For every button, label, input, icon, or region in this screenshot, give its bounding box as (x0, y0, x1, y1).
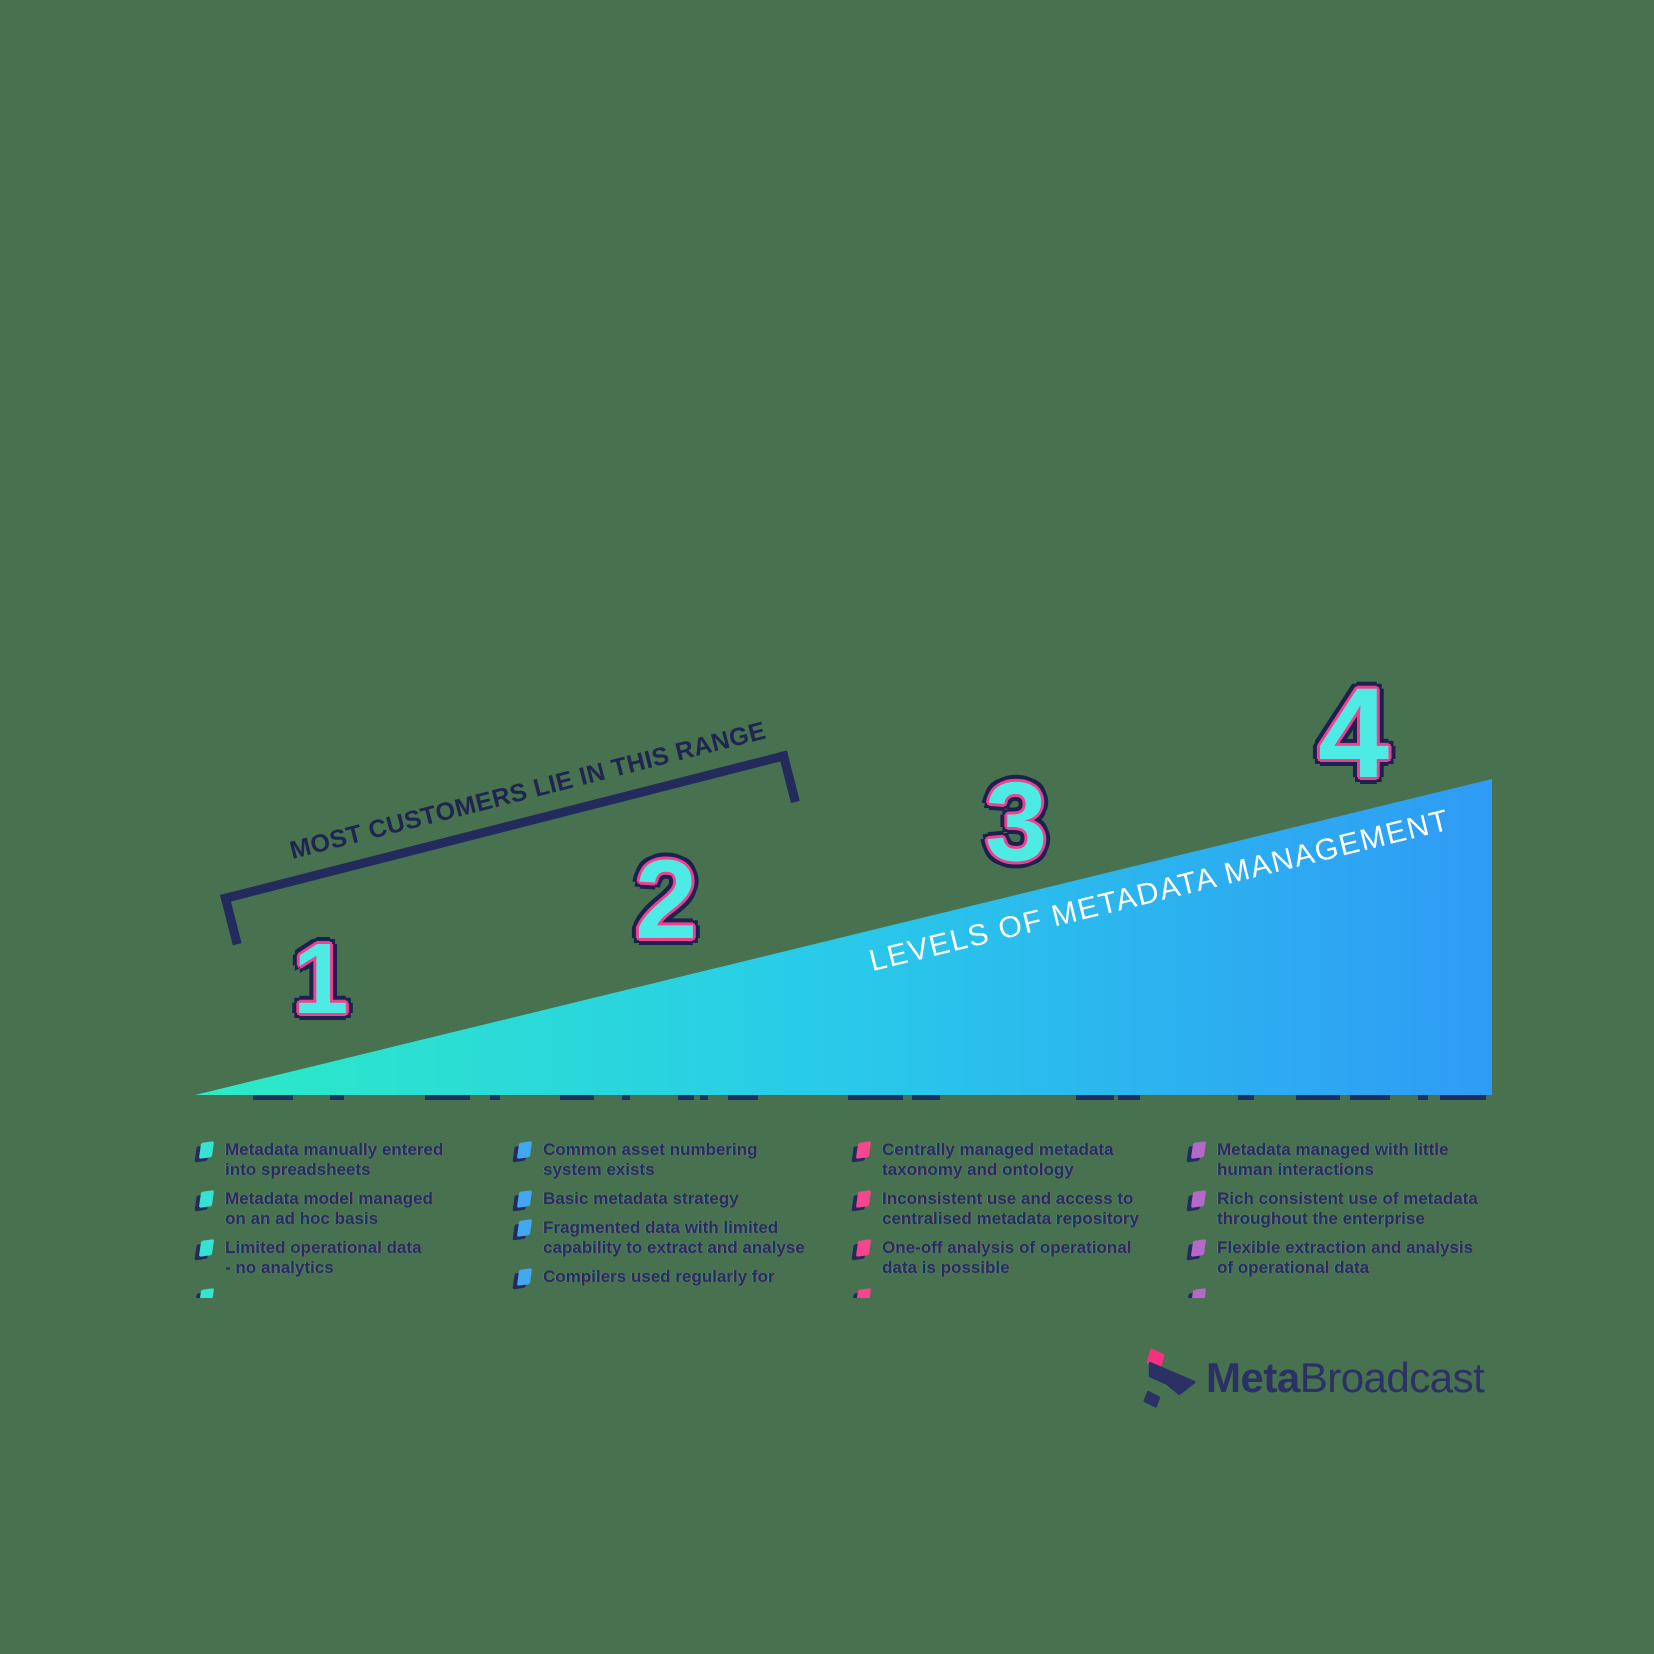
base-tick (490, 1095, 500, 1100)
bullet-text: Limited operational data - no analytics (225, 1238, 422, 1277)
list-item: Common asset numbering system exists (514, 1140, 829, 1180)
base-tick (425, 1095, 470, 1100)
bullet-leaf-icon (1190, 1288, 1207, 1298)
list-item: Inconsistent use and access to centralis… (853, 1189, 1168, 1229)
customer-range-bracket: MOST CUSTOMERS LIE IN THIS RANGE (220, 717, 800, 946)
level-number-2: 2 (635, 837, 698, 962)
base-tick (678, 1095, 694, 1100)
bullet-text: Basic metadata strategy (543, 1189, 739, 1208)
metabroadcast-logo-text: MetaBroadcast (1206, 1354, 1485, 1402)
bullet-text: … (882, 1287, 899, 1298)
base-tick (253, 1095, 293, 1100)
level-3-column: Centrally managed metadata taxonomy and … (853, 1140, 1168, 1298)
list-item: Flexible extraction and analysis of oper… (1188, 1238, 1503, 1278)
base-tick (560, 1095, 594, 1100)
list-item-truncated: … (1188, 1287, 1503, 1298)
list-item-truncated: Compilers used regularly for … (514, 1267, 829, 1298)
base-tick (912, 1095, 940, 1100)
base-tick (330, 1095, 344, 1100)
list-item: Metadata manually entered into spreadshe… (196, 1140, 511, 1180)
bullet-text: Common asset numbering system exists (543, 1140, 758, 1179)
list-item-truncated: … (853, 1287, 1168, 1298)
list-item: Centrally managed metadata taxonomy and … (853, 1140, 1168, 1180)
base-tick (1238, 1095, 1254, 1100)
list-item: Metadata managed with little human inter… (1188, 1140, 1503, 1180)
bullet-text: One-off analysis of operational data is … (882, 1238, 1132, 1277)
bullet-text: Metadata managed with little human inter… (1217, 1140, 1449, 1179)
bullet-leaf-icon (855, 1239, 872, 1257)
bullet-text: … (1217, 1287, 1234, 1298)
bullet-leaf-icon (516, 1190, 533, 1208)
logo-text-meta: Meta (1206, 1354, 1300, 1401)
bullet-text: … (225, 1287, 242, 1298)
list-item: Basic metadata strategy (514, 1189, 829, 1209)
base-tick (1440, 1095, 1486, 1100)
bullet-text: Fragmented data with limited capability … (543, 1218, 805, 1257)
base-tick (1118, 1095, 1140, 1100)
bullet-leaf-icon (516, 1268, 533, 1286)
bullet-leaf-icon (1190, 1239, 1207, 1257)
bullet-text: Compilers used regularly for … (543, 1267, 775, 1298)
bullet-leaf-icon (855, 1141, 872, 1159)
bullet-leaf-icon (198, 1239, 215, 1257)
bullet-leaf-icon (1190, 1141, 1207, 1159)
metabroadcast-logo-mark-icon (1143, 1348, 1196, 1408)
bullet-leaf-icon (198, 1190, 215, 1208)
list-item: Metadata model managed on an ad hoc basi… (196, 1189, 511, 1229)
bullet-leaf-icon (1190, 1190, 1207, 1208)
list-item-truncated: … (196, 1287, 511, 1298)
bullet-leaf-icon (516, 1141, 533, 1159)
base-tick (1296, 1095, 1340, 1100)
list-item: Fragmented data with limited capability … (514, 1218, 829, 1258)
bullet-leaf-icon (855, 1190, 872, 1208)
base-tick (700, 1095, 708, 1100)
bullet-leaf-icon (198, 1288, 215, 1298)
level-number-1: 1 (293, 923, 349, 1035)
bullet-text: Rich consistent use of metadata througho… (1217, 1189, 1478, 1228)
level-number-4: 4 (1318, 662, 1390, 805)
base-tick (622, 1095, 630, 1100)
logo-text-broadcast: Broadcast (1299, 1354, 1485, 1401)
level-2-column: Common asset numbering system exists Bas… (514, 1140, 829, 1298)
bullet-text: Centrally managed metadata taxonomy and … (882, 1140, 1114, 1179)
level-1-column: Metadata manually entered into spreadshe… (196, 1140, 511, 1298)
list-item: Limited operational data - no analytics (196, 1238, 511, 1278)
list-item: One-off analysis of operational data is … (853, 1238, 1168, 1278)
level-number-3: 3 (985, 759, 1048, 884)
bullet-leaf-icon (198, 1141, 215, 1159)
list-item: Rich consistent use of metadata througho… (1188, 1189, 1503, 1229)
bullet-leaf-icon (855, 1288, 872, 1298)
bullet-text: Inconsistent use and access to centralis… (882, 1189, 1139, 1228)
base-tick (1418, 1095, 1428, 1100)
bullet-text: Flexible extraction and analysis of oper… (1217, 1238, 1474, 1277)
bullet-text: Metadata model managed on an ad hoc basi… (225, 1189, 433, 1228)
bullet-leaf-icon (516, 1219, 533, 1237)
bullet-text: Metadata manually entered into spreadshe… (225, 1140, 444, 1179)
metabroadcast-logo: MetaBroadcast (1143, 1348, 1485, 1408)
base-tick (1076, 1095, 1114, 1100)
base-tick (728, 1095, 758, 1100)
level-4-column: Metadata managed with little human inter… (1188, 1140, 1503, 1298)
base-tick (848, 1095, 903, 1100)
level-descriptions: Metadata manually entered into spreadshe… (0, 1140, 1654, 1298)
base-tick (1350, 1095, 1390, 1100)
